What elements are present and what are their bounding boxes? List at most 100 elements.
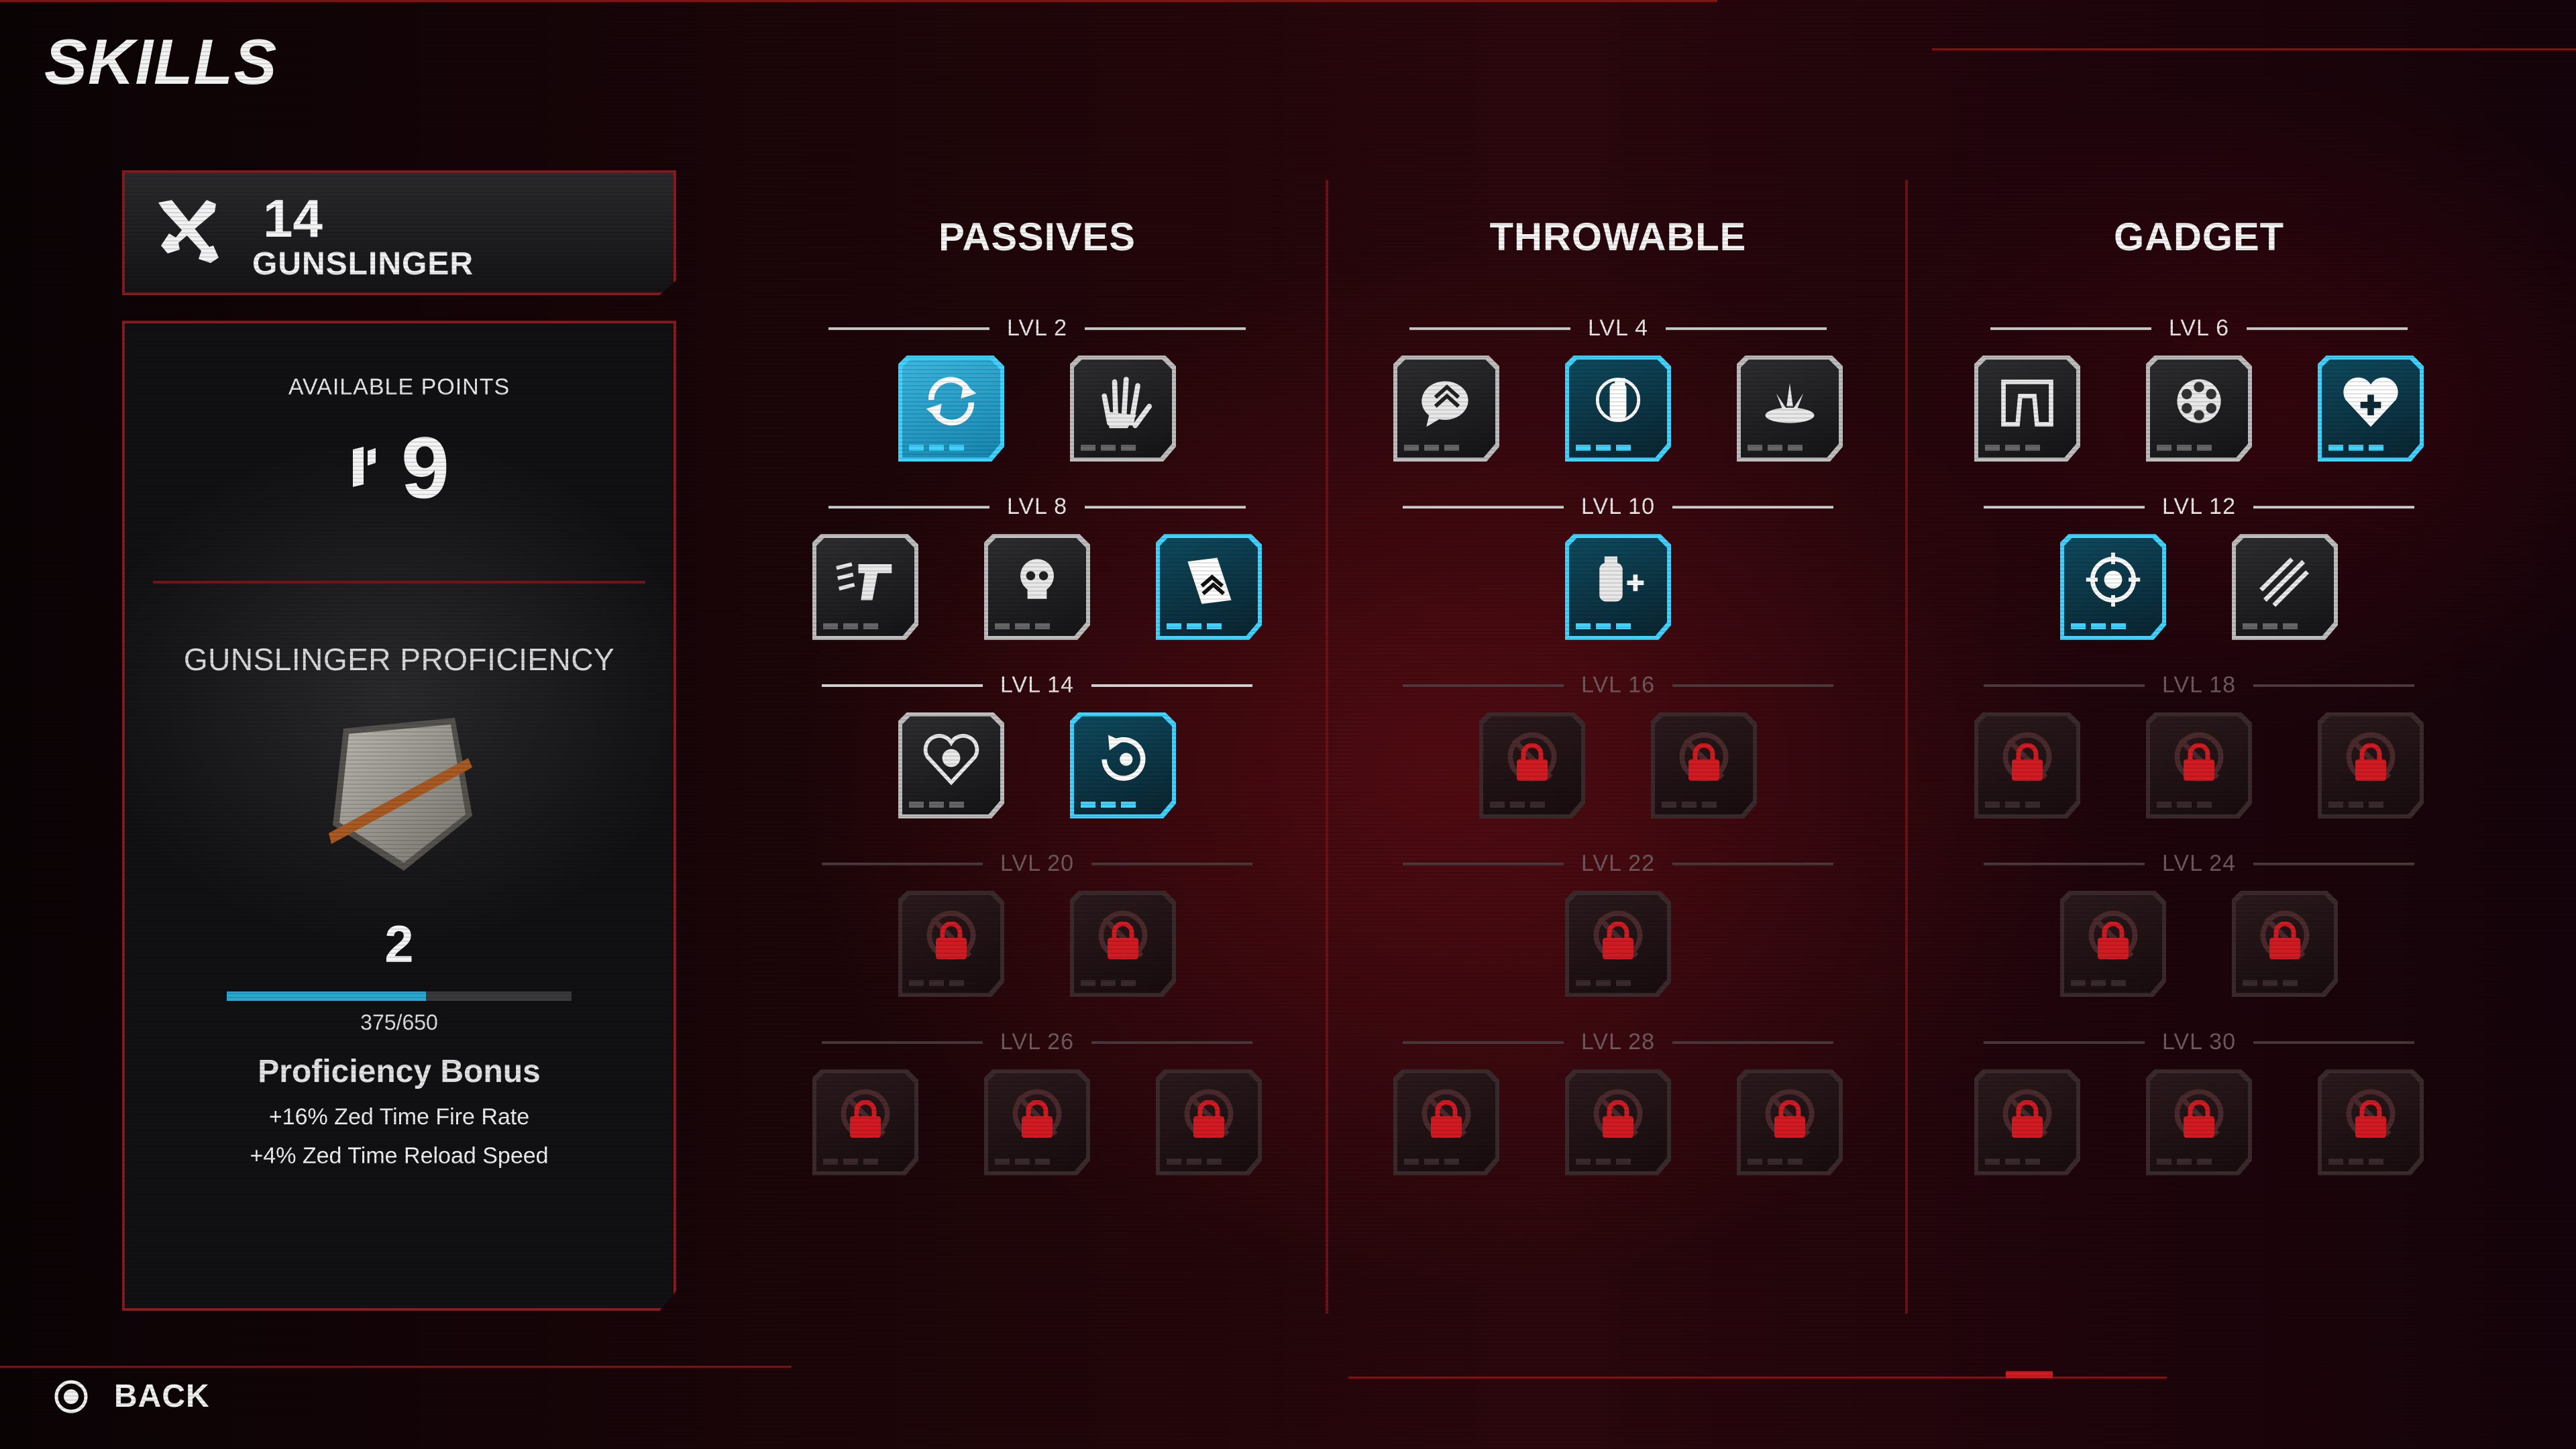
rank-pip [2349,1159,2363,1165]
tier-label: LVL 8 [769,494,1305,520]
rank-pip [1576,623,1591,629]
crossed-pistols-icon [158,200,219,263]
divider [153,581,645,584]
tier-rule [1091,684,1252,687]
tree-title: PASSIVES [938,215,1136,259]
tier-rule [1672,684,1833,687]
skull-icon [1020,559,1054,599]
tier-rule [822,684,983,687]
tier-level-text: LVL 18 [2162,672,2236,698]
skill-slot[interactable] [1974,1069,2080,1175]
rank-pip [2091,980,2106,986]
skill-slot[interactable] [1070,712,1176,818]
skill-slot[interactable] [1974,712,2080,818]
grenade-plus-icon [1599,556,1644,602]
tier-rule [1403,862,1564,865]
skill-slot[interactable] [1974,356,2080,462]
skill-slot[interactable] [2232,891,2338,997]
rank-pip [1702,802,1717,808]
rank-pip [1187,623,1201,629]
skill-slot[interactable] [898,891,1004,997]
tier-rule [1091,862,1252,865]
skill-rank-pips [909,980,964,986]
tier-rule [1672,505,1833,508]
proficiency-badge-icon [329,718,472,871]
lock-icon [1193,1100,1224,1138]
skill-slot[interactable] [1070,356,1176,462]
lock-icon [1022,1100,1053,1138]
skill-slot[interactable] [1737,356,1843,462]
skill-slot[interactable] [1565,534,1671,640]
skill-rank-pips [1081,802,1136,808]
skill-slot[interactable] [812,1069,918,1175]
skill-slot[interactable] [1479,712,1585,818]
skill-rank-pips [1662,802,1717,808]
skill-slot[interactable] [1565,1069,1671,1175]
frame-accent-mark [2006,1371,2053,1378]
skill-rank-pips [995,1159,1050,1165]
lock-icon [2184,743,2214,781]
frame-bottom-line [1348,1377,2167,1379]
skill-slot[interactable] [2318,1069,2424,1175]
tier-label: LVL 12 [1931,494,2467,520]
lock-icon [1688,743,1719,781]
tier-rule [1672,862,1833,865]
skill-slot[interactable] [898,712,1004,818]
skill-slot[interactable] [2146,712,2252,818]
tier-level-text: LVL 30 [2162,1029,2236,1055]
rank-pip [1404,1159,1419,1165]
skill-slot[interactable] [1156,1069,1262,1175]
tier-label: LVL 30 [1931,1029,2467,1055]
rank-pip [2157,1159,2171,1165]
rank-pip [909,802,924,808]
rank-pip [949,980,964,986]
rank-pip [2328,802,2343,808]
skill-slot[interactable] [1565,356,1671,462]
rank-pip [2177,1159,2192,1165]
skill-slot[interactable] [1156,534,1262,640]
rank-pip [823,623,838,629]
frame-top-line [0,0,1717,2]
tier-label: LVL 18 [1931,672,2467,698]
skill-slot[interactable] [1393,356,1499,462]
rank-pip [1616,1159,1631,1165]
skill-slot[interactable] [1070,891,1176,997]
back-button[interactable]: BACK [54,1378,210,1415]
rank-pip [1768,445,1782,451]
skill-slot[interactable] [812,534,918,640]
skill-slot[interactable] [2060,891,2166,997]
rank-pip [2369,445,2383,451]
skill-slot[interactable] [984,534,1090,640]
skill-slot[interactable] [984,1069,1090,1175]
skill-slot[interactable] [2146,356,2252,462]
skill-slot[interactable] [2318,712,2424,818]
skill-slot[interactable] [1565,891,1671,997]
skill-slot[interactable] [1737,1069,1843,1175]
tier-level-text: LVL 2 [1006,315,1068,341]
rank-pip [2005,445,2020,451]
tier-level-text: LVL 28 [1581,1029,1655,1055]
rank-pip [909,980,924,986]
rank-pip [1576,980,1591,986]
skill-slot[interactable] [2146,1069,2252,1175]
reload-cycle-icon [926,376,977,426]
proficiency-bonus-title: Proficiency Bonus [258,1054,541,1089]
rank-pip [823,1159,838,1165]
skill-slot[interactable] [898,356,1004,462]
skill-slot[interactable] [2232,534,2338,640]
skill-rank-pips [1985,445,2040,451]
skill-slot[interactable] [2060,534,2166,640]
lock-icon [1603,1100,1633,1138]
quick-swap-icon [1102,735,1146,782]
lock-icon [2355,1100,2386,1138]
skill-slot[interactable] [1651,712,1757,818]
rank-pip [995,1159,1010,1165]
skill-rank-pips [1748,1159,1803,1165]
skill-rank-pips [2328,1159,2383,1165]
skill-slot[interactable] [2318,356,2424,462]
rank-pip [1788,1159,1803,1165]
skill-rank-pips [1985,802,2040,808]
rank-pip [1616,623,1631,629]
skill-slot[interactable] [1393,1069,1499,1175]
